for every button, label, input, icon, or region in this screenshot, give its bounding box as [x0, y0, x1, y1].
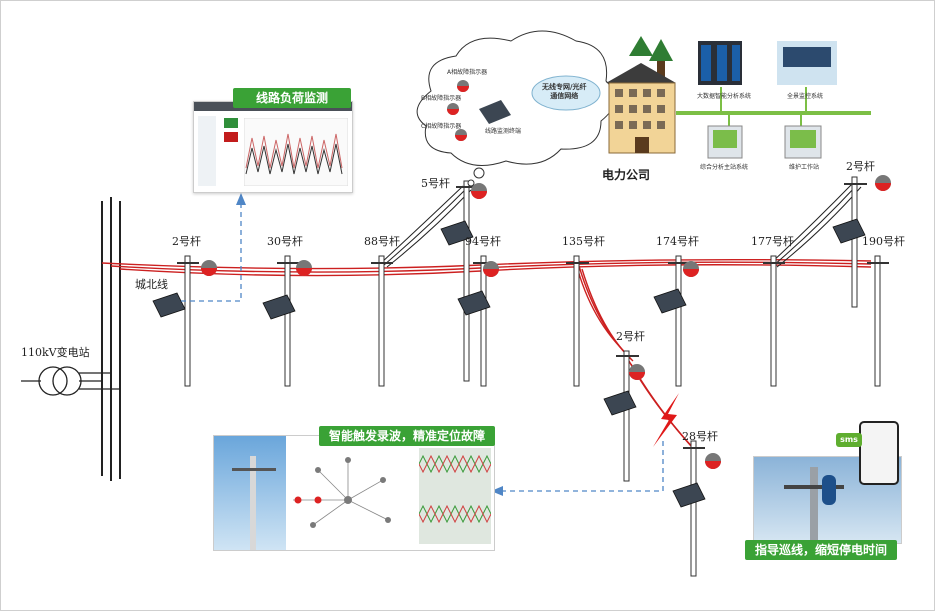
- arrow-up-head: [236, 193, 246, 205]
- arrow-left-head: [491, 486, 503, 496]
- workstation-label: 维护工作站: [789, 164, 820, 171]
- pole-label: 190号杆: [862, 235, 905, 248]
- substation-label: 110kV变电站: [21, 346, 90, 359]
- load-banner: 线路负荷监测: [233, 88, 351, 108]
- patrol-banner: 指导巡线，缩短停电时间: [745, 540, 897, 560]
- solar-terminals: [152, 218, 866, 508]
- communication-cloud: [416, 30, 616, 187]
- load-monitor-panel: [193, 101, 353, 193]
- device-c-label: C相故障指示器: [421, 123, 462, 130]
- pole-135: [573, 255, 580, 387]
- pole-label: 30号杆: [267, 235, 303, 248]
- fault-record-panel: [213, 435, 495, 551]
- fault-banner: 智能触发录波，精准定位故障: [319, 426, 495, 446]
- device-a-label: A相故障指示器: [447, 69, 488, 76]
- pole-177: [770, 255, 777, 387]
- pole-label: 88号杆: [364, 235, 400, 248]
- pole-2b: [851, 176, 858, 308]
- load-curve-thumbnail: [244, 118, 348, 186]
- master-label: 综合分析主站系统: [700, 164, 749, 171]
- pole-label: 2号杆: [846, 160, 875, 173]
- cloud-devices: [447, 80, 511, 141]
- pole-174: [675, 255, 682, 387]
- sms-badge-icon: sms: [836, 433, 862, 447]
- phone-sms-image: [859, 421, 899, 485]
- pole-photo: [214, 436, 286, 550]
- substation-bus: [21, 197, 121, 481]
- crossarms: [177, 183, 889, 449]
- pole-label: 28号杆: [682, 430, 718, 443]
- pole-label: 5号杆: [421, 177, 450, 190]
- pole-30: [284, 255, 291, 387]
- dashed-arrows: [181, 203, 664, 492]
- network-bubble: [531, 75, 601, 111]
- network-label: 无线专网/光纤 通信网络: [542, 83, 587, 100]
- pole-label: 2号杆: [172, 235, 201, 248]
- pole-label: 135号杆: [562, 235, 605, 248]
- pole-94: [480, 255, 487, 387]
- pole-5: [463, 180, 470, 382]
- device-b-label: B相故障指示器: [421, 95, 462, 102]
- transformer-symbol: [38, 366, 82, 396]
- fault-lightning-icon: [653, 393, 679, 447]
- topology-thumbnail: [293, 457, 391, 528]
- big-data-label: 大数据智能分析系统: [697, 93, 752, 100]
- power-company-building: [606, 36, 676, 154]
- pole-label: 177号杆: [751, 235, 794, 248]
- pole-label: 2号杆: [616, 330, 645, 343]
- waveform-thumbnail: [419, 448, 491, 544]
- pole-88: [378, 255, 385, 387]
- pole-28: [690, 440, 697, 577]
- pole-label: 94号杆: [465, 235, 501, 248]
- pole-label: 174号杆: [656, 235, 699, 248]
- pole-2c: [623, 350, 630, 482]
- fault-indicators: [201, 175, 891, 469]
- terminal-label: 线路监测终端: [485, 128, 522, 135]
- poles: [184, 176, 881, 577]
- company-label: 电力公司: [602, 168, 651, 182]
- center-branches: [720, 87, 807, 126]
- monitor-label: 全景监控系统: [787, 93, 824, 100]
- line-name-label: 城北线: [135, 278, 168, 291]
- pole-2: [184, 255, 191, 387]
- pole-190: [874, 255, 881, 387]
